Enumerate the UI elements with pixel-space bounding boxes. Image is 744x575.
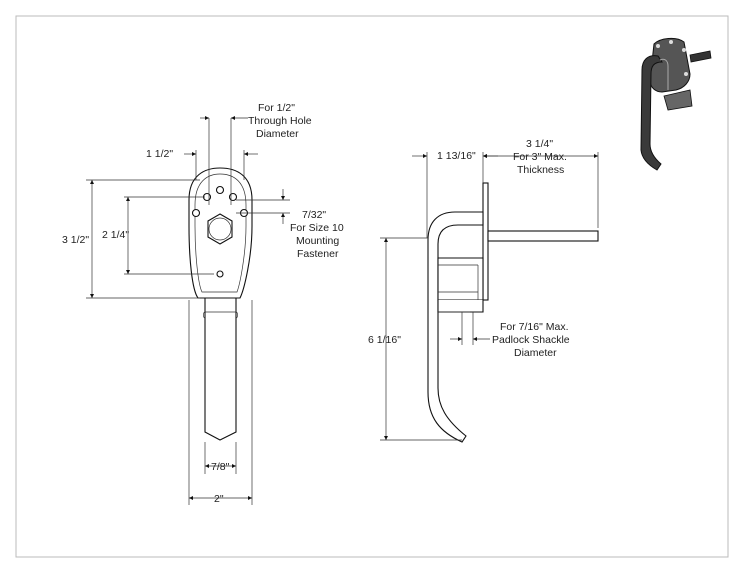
shackle-hole [216, 270, 224, 278]
dim-overall-height: 3 1/2" [62, 234, 89, 246]
mounting-hole-top [215, 185, 225, 195]
dim-top-spacing: 1 1/2" [146, 148, 173, 160]
padlock-label-2: Padlock Shackle [492, 334, 570, 346]
thickness-label-3: Thickness [517, 164, 564, 176]
through-hole-label-2: Through Hole [248, 115, 312, 127]
thickness-label-1: 3 1/4" [526, 138, 553, 150]
side-mounting-plate [482, 182, 489, 301]
dim-handle-width: 7/8" [211, 461, 230, 473]
mounting-hole-right [228, 192, 238, 202]
side-handle [427, 211, 484, 443]
padlock-label-3: Diameter [514, 347, 557, 359]
through-hole-label-1: For 1/2" [258, 102, 295, 114]
dim-handle-length: 6 1/16" [368, 334, 401, 346]
mounting-label-2: For Size 10 [290, 222, 344, 234]
through-hole-hex [207, 213, 233, 245]
isometric-preview [640, 37, 712, 171]
mounting-hole-left2 [191, 208, 201, 218]
mounting-label-1: 7/32" [302, 209, 326, 221]
drawing-border [15, 15, 729, 558]
side-spindle [487, 230, 599, 242]
through-hole-label-3: Diameter [256, 128, 299, 140]
dim-hole-spacing: 2 1/4" [102, 229, 129, 241]
mounting-label-3: Mounting [296, 235, 339, 247]
mounting-label-4: Fastener [297, 248, 339, 260]
front-handle-bar [204, 297, 237, 441]
dim-offset: 1 13/16" [437, 150, 476, 162]
thickness-label-2: For 3" Max. [513, 151, 567, 163]
dim-base-width: 2" [214, 493, 224, 505]
front-view: For 1/2" Through Hole Diameter 1 1/2" 3 … [62, 102, 344, 505]
padlock-label-1: For 7/16" Max. [500, 321, 569, 333]
side-view: 1 13/16" 3 1/4" For 3" Max. Thickness 6 … [368, 138, 599, 443]
